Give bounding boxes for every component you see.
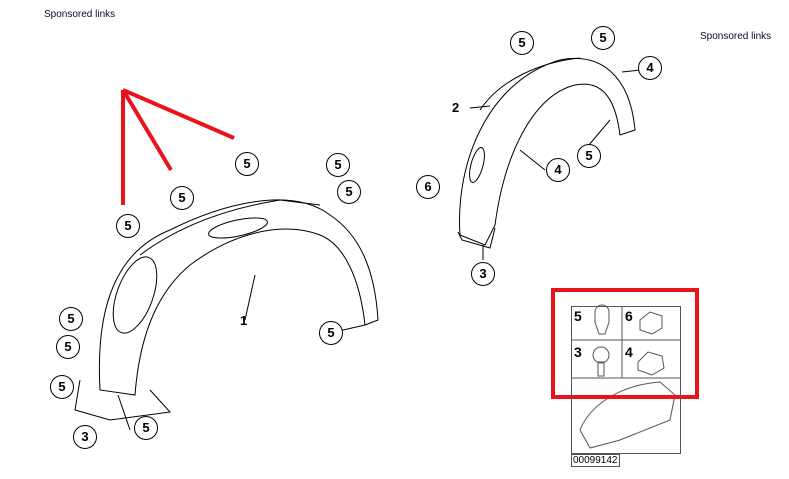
- nut-icon: [639, 311, 663, 335]
- callout[interactable]: 3: [73, 425, 97, 449]
- callout[interactable]: 4: [546, 158, 570, 182]
- callout[interactable]: 6: [416, 175, 440, 199]
- callout[interactable]: 3: [471, 262, 495, 286]
- part-label: 1: [240, 313, 248, 328]
- part-number: 00099142: [571, 454, 620, 467]
- clip-icon: [594, 304, 610, 335]
- legend-cell-label: 4: [625, 344, 633, 360]
- car-icon: [579, 381, 676, 449]
- callout[interactable]: 5: [591, 26, 615, 50]
- legend-cell-label: 3: [574, 344, 582, 360]
- sponsored-links-left[interactable]: Sponsored links: [44, 9, 116, 20]
- callout[interactable]: 5: [235, 152, 259, 176]
- sponsored-links-right[interactable]: Sponsored links: [700, 31, 772, 42]
- callout[interactable]: 5: [170, 186, 194, 210]
- flange-nut-icon: [637, 351, 665, 376]
- legend-box: [571, 306, 681, 454]
- legend-cell-label: 6: [625, 308, 633, 324]
- callout[interactable]: 5: [116, 214, 140, 238]
- legend-cell-label: 5: [574, 308, 582, 324]
- callout[interactable]: 5: [59, 307, 83, 331]
- callout[interactable]: 5: [56, 335, 80, 359]
- screw-icon: [592, 346, 610, 364]
- callout[interactable]: 5: [134, 416, 158, 440]
- callout[interactable]: 5: [510, 31, 534, 55]
- wheel-arch-liner-rear: [457, 57, 641, 260]
- callout[interactable]: 5: [319, 321, 343, 345]
- callout[interactable]: 5: [326, 153, 350, 177]
- callout[interactable]: 5: [50, 375, 74, 399]
- red-annotation-arrow: [121, 88, 235, 205]
- callout[interactable]: 4: [638, 56, 662, 80]
- part-label: 2: [452, 100, 460, 115]
- red-highlight-box: [551, 288, 699, 399]
- callout[interactable]: 5: [337, 180, 361, 204]
- callout[interactable]: 5: [577, 144, 601, 168]
